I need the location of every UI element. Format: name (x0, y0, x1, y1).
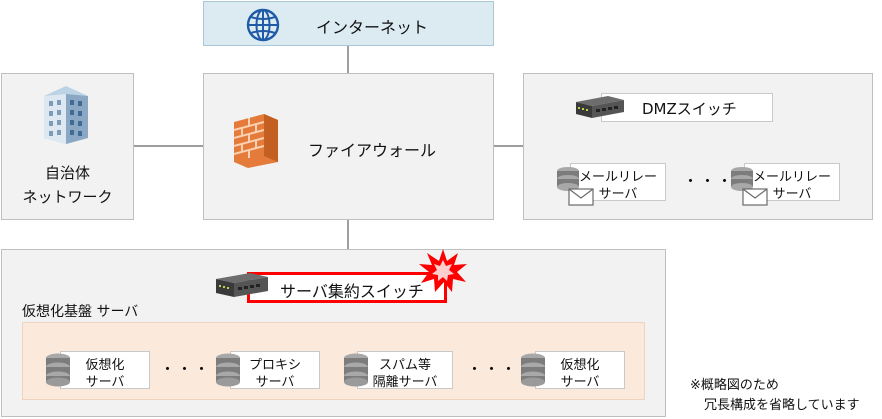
dmz-switch-box: DMZスイッチ (601, 93, 773, 122)
server-switch-label: サーバ集約スイッチ (280, 282, 424, 301)
firewall-icon (233, 114, 278, 168)
internet-label: インターネット (316, 18, 429, 37)
virtual-server-2-line1: プロキシ (248, 358, 301, 373)
virtual-server-1-line1: 仮想化 (85, 358, 125, 373)
server-switch-box: サーバ集約スイッチ (247, 272, 447, 303)
server-icon (344, 353, 368, 387)
dmz-server-1-line2: サーバ (598, 187, 638, 202)
firewall-label: ファイアウォール (308, 141, 437, 160)
dmz-server-1-line1: メールリレー (578, 170, 657, 185)
alert-burst-icon (419, 249, 467, 292)
mail-server-icon (557, 167, 594, 206)
note-line-2: 冗長構成を省略しています (704, 398, 860, 413)
virtual-server-box-3: スパム等 隔離サーバ (357, 351, 453, 390)
server-icon (521, 353, 545, 387)
dmz-ellipsis: ・・・ (683, 172, 735, 190)
municipal-network-label-1: 自治体 (44, 164, 90, 182)
virtual-server-2-line2: サーバ (255, 375, 295, 390)
server-icon (46, 353, 70, 387)
dmz-server-2-line2: サーバ (772, 187, 812, 202)
globe-icon (246, 8, 280, 42)
municipal-network-label-2: ネットワーク (22, 188, 113, 206)
note-line-1: ※概略図のため (690, 378, 779, 393)
server-icon (216, 353, 240, 387)
dmz-switch-label: DMZスイッチ (642, 100, 737, 118)
server-switch-icon (216, 273, 268, 297)
virtual-server-3-line2: 隔離サーバ (372, 375, 438, 390)
virtual-server-4-line2: サーバ (560, 375, 600, 390)
dmz-switch-icon (576, 96, 624, 118)
internet-box: インターネット (203, 1, 494, 46)
virtual-server-3-line1: スパム等 (378, 358, 431, 373)
virtual-server-box-1: 仮想化 サーバ (60, 351, 150, 390)
dmz-server-2-line1: メールリレー (752, 170, 831, 185)
virtualization-title: 仮想化基盤 サーバ (22, 304, 139, 320)
virtual-server-4-line1: 仮想化 (560, 358, 600, 373)
firewall-box: ファイアウォール (203, 73, 494, 220)
municipal-network-box: 自治体 ネットワーク (1, 73, 134, 220)
building-icon (44, 86, 88, 144)
virtualization-ellipsis-2: ・・・ (467, 360, 519, 378)
virtualization-ellipsis-1: ・・・ (160, 360, 212, 378)
mail-server-icon (731, 167, 768, 206)
virtual-server-box-2: プロキシ サーバ (230, 351, 320, 390)
virtual-server-box-4: 仮想化 サーバ (535, 351, 625, 390)
virtual-server-1-line2: サーバ (85, 375, 125, 390)
